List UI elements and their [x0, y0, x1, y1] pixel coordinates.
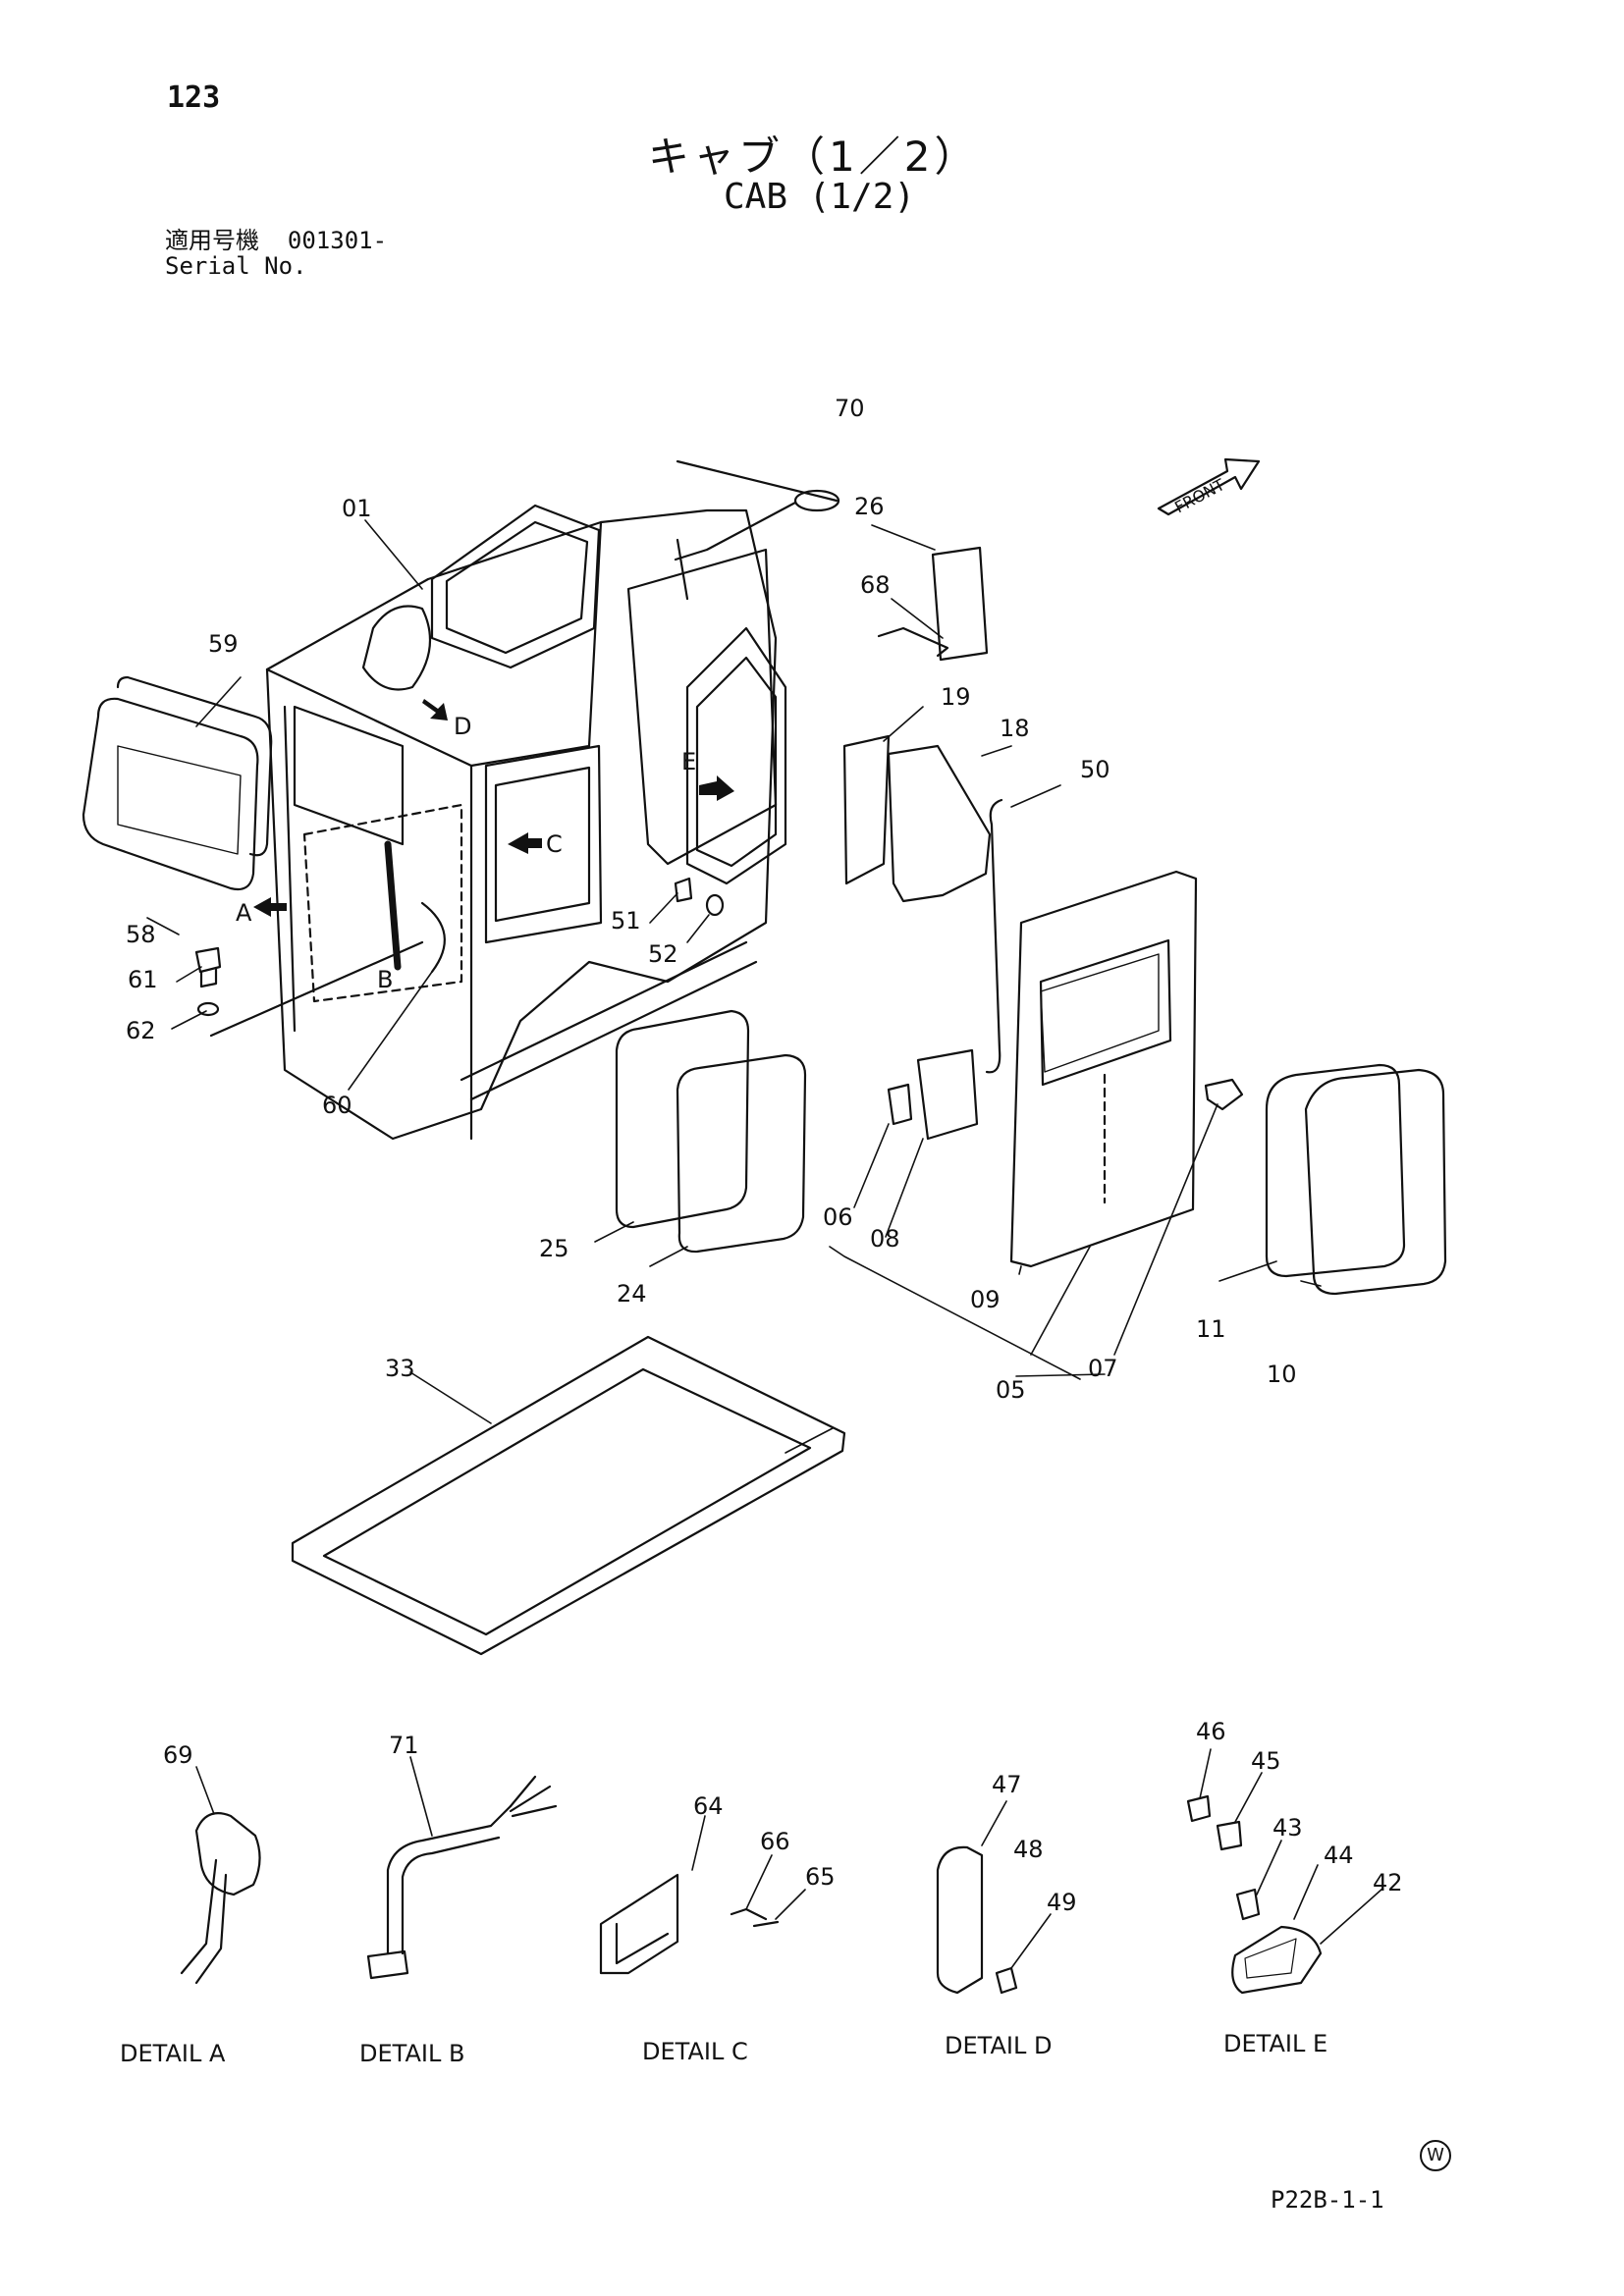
serial-label-en: Serial No. [165, 252, 307, 280]
callout-46: 46 [1196, 1718, 1226, 1745]
window-10 [1304, 1068, 1447, 1296]
detail-labels: DETAIL A DETAIL B DETAIL C DETAIL D DETA… [120, 2030, 1327, 2067]
cab-roof-light [361, 605, 432, 691]
door-handle-07 [1204, 1078, 1244, 1111]
callout-62: 62 [126, 1017, 156, 1044]
callout-60: 60 [322, 1092, 352, 1119]
callout-65: 65 [805, 1863, 836, 1891]
detail-d-lens-47 [936, 1845, 1018, 1995]
detail-c-bracket-64 [599, 1873, 780, 1975]
detail-b-harness-71 [366, 1775, 558, 1980]
seal-25 [615, 1009, 750, 1229]
callout-24: 24 [617, 1280, 647, 1308]
callout-09: 09 [970, 1286, 1001, 1313]
bracket-68 [877, 626, 949, 658]
callout-51: 51 [611, 907, 641, 934]
weatherstrip-50 [985, 798, 1003, 1074]
roof-hatch [430, 504, 601, 669]
cab-front-window-frame [484, 744, 603, 944]
callout-71: 71 [389, 1732, 419, 1759]
callout-59: 59 [208, 630, 239, 658]
cab-body [265, 504, 787, 1141]
seal-11 [1265, 1063, 1406, 1278]
callout-44: 44 [1324, 1842, 1354, 1869]
detail-a-lamp-69 [180, 1812, 261, 1985]
leader-lines [146, 519, 1383, 1969]
lever-b [384, 840, 402, 971]
leader-a [209, 940, 424, 1038]
washer-62 [196, 1001, 220, 1017]
hinge-06 [887, 1083, 913, 1126]
callout-19: 19 [941, 683, 971, 711]
callout-48: 48 [1013, 1836, 1044, 1863]
callout-69: 69 [163, 1741, 193, 1769]
callout-labels: 01 05 06 07 08 09 10 11 18 19 24 25 26 3… [126, 395, 1403, 1916]
view-markers: A B C D E [236, 713, 696, 993]
view-arrow-icons [253, 699, 734, 917]
cab-side-frame [626, 548, 778, 866]
callout-11: 11 [1196, 1315, 1226, 1343]
callout-07: 07 [1088, 1355, 1118, 1382]
callout-64: 64 [693, 1792, 724, 1820]
door-05 [1009, 870, 1198, 1268]
callout-10: 10 [1267, 1361, 1297, 1388]
page-number: 123 [167, 80, 221, 115]
mirror-26 [931, 546, 989, 662]
callout-33: 33 [385, 1355, 415, 1382]
callout-26: 26 [854, 493, 885, 520]
view-marker-a: A [236, 899, 252, 927]
front-label: FRONT [1171, 475, 1227, 517]
front-arrow-icon: FRONT [1157, 457, 1261, 517]
washer-52 [705, 893, 725, 917]
callout-58: 58 [126, 921, 156, 948]
serial-label-jp: 適用号機 [165, 227, 259, 254]
callout-50: 50 [1080, 756, 1110, 783]
seal-19 [842, 734, 891, 885]
title-english: CAB (1/2) [724, 177, 916, 217]
detail-d-label: DETAIL D [945, 2032, 1052, 2059]
view-marker-b: B [377, 966, 393, 993]
detail-c-label: DETAIL C [642, 2038, 748, 2065]
callout-61: 61 [128, 966, 158, 993]
callout-25: 25 [539, 1235, 569, 1262]
title-japanese: キャブ（1／2） [648, 133, 980, 181]
callout-01: 01 [342, 495, 372, 522]
callout-42: 42 [1373, 1869, 1403, 1896]
callout-47: 47 [992, 1771, 1022, 1798]
callout-45: 45 [1251, 1747, 1281, 1775]
callout-06: 06 [823, 1203, 853, 1231]
hinge-08 [916, 1048, 979, 1141]
view-marker-d: D [454, 713, 471, 740]
callout-05: 05 [996, 1376, 1026, 1404]
callout-18: 18 [1000, 715, 1030, 742]
serial-info: 適用号機 001301- Serial No. [165, 228, 387, 279]
bolt-61 [194, 946, 222, 988]
w-mark-icon: W [1420, 2140, 1451, 2171]
detail-e-net-42 [1186, 1794, 1323, 1995]
callout-66: 66 [760, 1828, 790, 1855]
callout-08: 08 [870, 1225, 900, 1253]
floor-gasket-33 [291, 1335, 846, 1656]
callout-68: 68 [860, 571, 891, 599]
window-18 [887, 744, 992, 903]
serial-value: 001301- [287, 227, 388, 254]
bolt-51 [674, 877, 693, 903]
view-marker-c: C [546, 830, 563, 858]
detail-e-label: DETAIL E [1223, 2030, 1327, 2057]
drawing-code: P22B-1-1 [1271, 2186, 1384, 2214]
lamp-cable-70 [674, 459, 840, 601]
callout-52: 52 [648, 940, 678, 968]
rear-window [81, 675, 273, 891]
detail-b-label: DETAIL B [359, 2040, 464, 2067]
callout-43: 43 [1272, 1814, 1303, 1842]
view-marker-e: E [681, 748, 696, 775]
callout-49: 49 [1047, 1889, 1077, 1916]
callout-70: 70 [835, 395, 865, 422]
window-24 [676, 1053, 807, 1254]
detail-a-label: DETAIL A [120, 2040, 226, 2067]
